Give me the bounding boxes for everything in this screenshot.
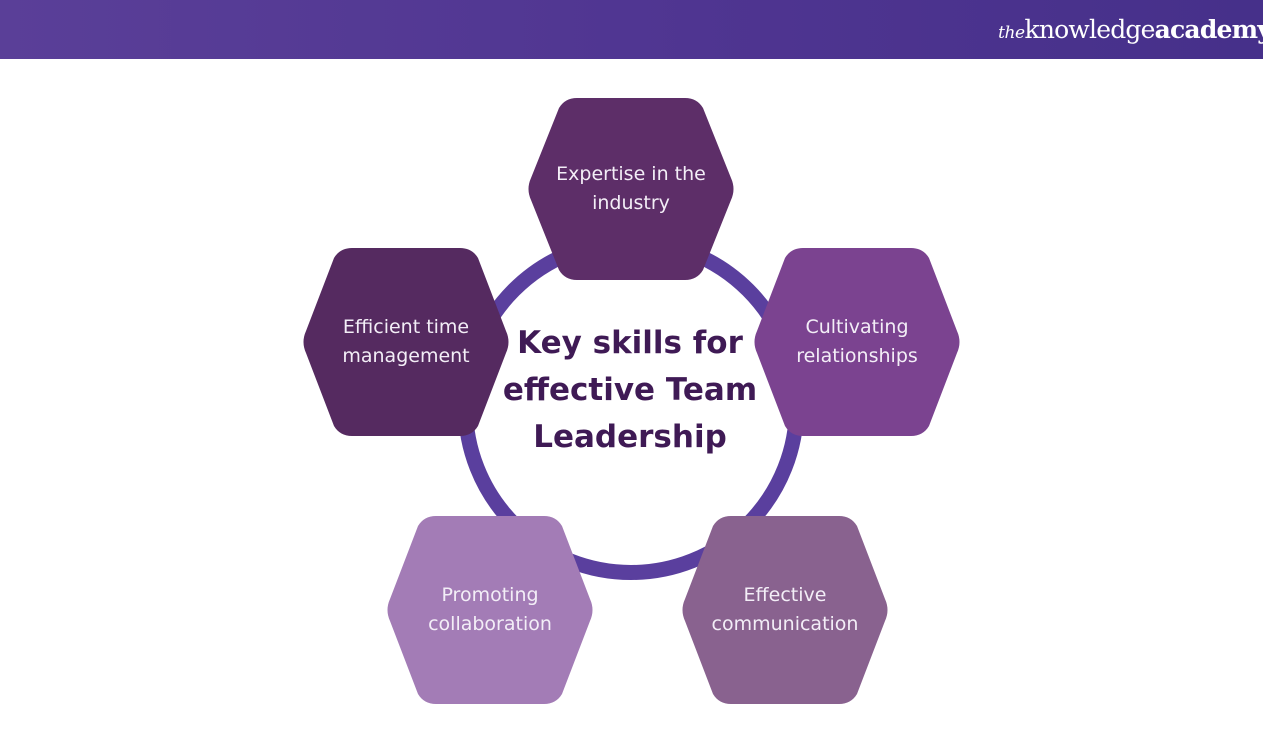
hexagon-shape xyxy=(303,248,509,436)
skill-hexagon-expertise: Expertise in the industry xyxy=(523,94,739,284)
skill-hexagon-communication: Effective communication xyxy=(677,512,893,708)
skill-hexagon-time-management: Efficient time management xyxy=(298,244,514,440)
header-bar: theknowledgeacademy xyxy=(0,0,1263,59)
hexagon-shape xyxy=(528,98,734,280)
skill-hexagon-relationships: Cultivating relationships xyxy=(749,244,965,440)
skill-label-communication: Effective communication xyxy=(711,584,859,635)
skill-label-collaboration: Promoting collaboration xyxy=(428,584,552,635)
center-title: Key skills for effective Team Leadership xyxy=(502,325,758,455)
brand-logo-prefix: the xyxy=(998,23,1025,43)
hexagon-shape xyxy=(754,248,960,436)
hexagon-shape xyxy=(387,516,593,704)
skill-hexagon-collaboration: Promoting collaboration xyxy=(382,512,598,708)
brand-logo-word-knowledge: knowledge xyxy=(1024,15,1156,44)
brand-logo-word-academy: academy xyxy=(1154,15,1263,44)
skill-label-expertise: Expertise in the industry xyxy=(556,163,706,214)
skill-label-relationships: Cultivating relationships xyxy=(796,316,918,367)
hexagon-shape xyxy=(682,516,888,704)
brand-logo: theknowledgeacademy xyxy=(998,12,1263,48)
skill-label-time-management: Efficient time management xyxy=(342,316,470,367)
